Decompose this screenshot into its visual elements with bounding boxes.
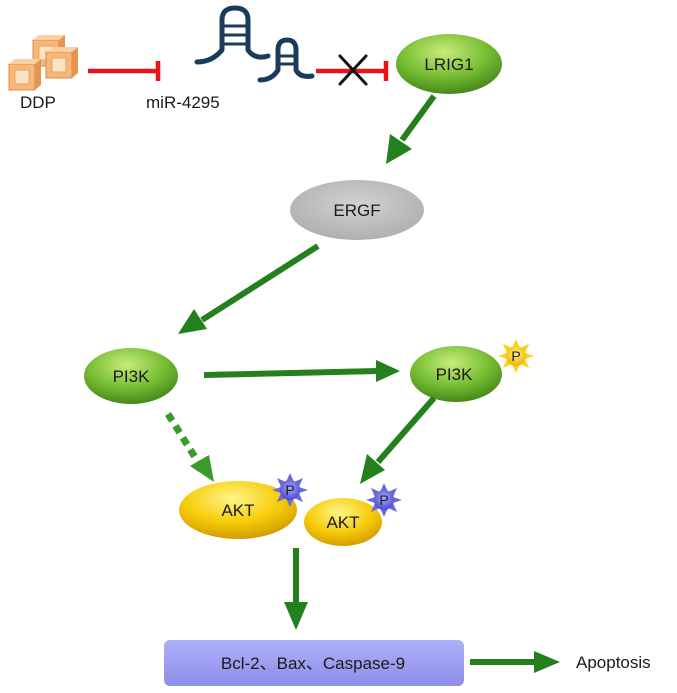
- akt-p-right-node: AKT: [304, 498, 382, 546]
- pi3k-p-node: PI3K: [410, 346, 502, 402]
- pi3k-p-phospho-label: P: [511, 348, 520, 364]
- hairpin-rna-icon: [194, 5, 315, 83]
- akt-to-targets-arrow: [284, 548, 308, 630]
- akt-p-left-phospho-label: P: [285, 482, 294, 498]
- akt-p-right-phospho-label: P: [379, 492, 388, 508]
- ergf-label: ERGF: [333, 201, 380, 220]
- phospho-blue-icon: P: [272, 473, 308, 507]
- targets-box: Bcl-2、Bax、Caspase-9: [164, 640, 464, 686]
- targets-label: Bcl-2、Bax、Caspase-9: [221, 654, 405, 673]
- cubes-icon: [8, 35, 78, 91]
- pi3k-p-to-akt-arrow: [360, 396, 437, 484]
- pi3k-to-akt-dashed-arrow: [165, 412, 214, 482]
- akt-p-right-label: AKT: [326, 513, 359, 532]
- lrig1-node: LRIG1: [396, 34, 502, 94]
- pi3k-node: PI3K: [84, 348, 178, 404]
- ergf-node: ERGF: [290, 180, 424, 240]
- phospho-blue-icon: P: [366, 483, 402, 517]
- pi3k-p-label: PI3K: [436, 365, 474, 384]
- pi3k-label: PI3K: [113, 367, 151, 386]
- ddp-inhibits-mirna-arrow: [88, 61, 161, 81]
- ergf-to-pi3k-arrow: [178, 243, 320, 334]
- akt-p-left-node: AKT: [179, 481, 297, 539]
- mirna-label: miR-4295: [146, 93, 220, 112]
- phospho-yellow-icon: P: [498, 339, 534, 373]
- pi3k-to-pi3k-p-arrow: [203, 360, 400, 382]
- targets-to-apoptosis-arrow: [470, 651, 560, 673]
- ddp-label: DDP: [20, 93, 56, 112]
- blocked-x-icon: [338, 54, 368, 86]
- lrig1-to-ergf-arrow: [386, 94, 437, 164]
- lrig1-label: LRIG1: [424, 55, 473, 74]
- apoptosis-label: Apoptosis: [576, 653, 651, 672]
- akt-p-left-label: AKT: [221, 501, 254, 520]
